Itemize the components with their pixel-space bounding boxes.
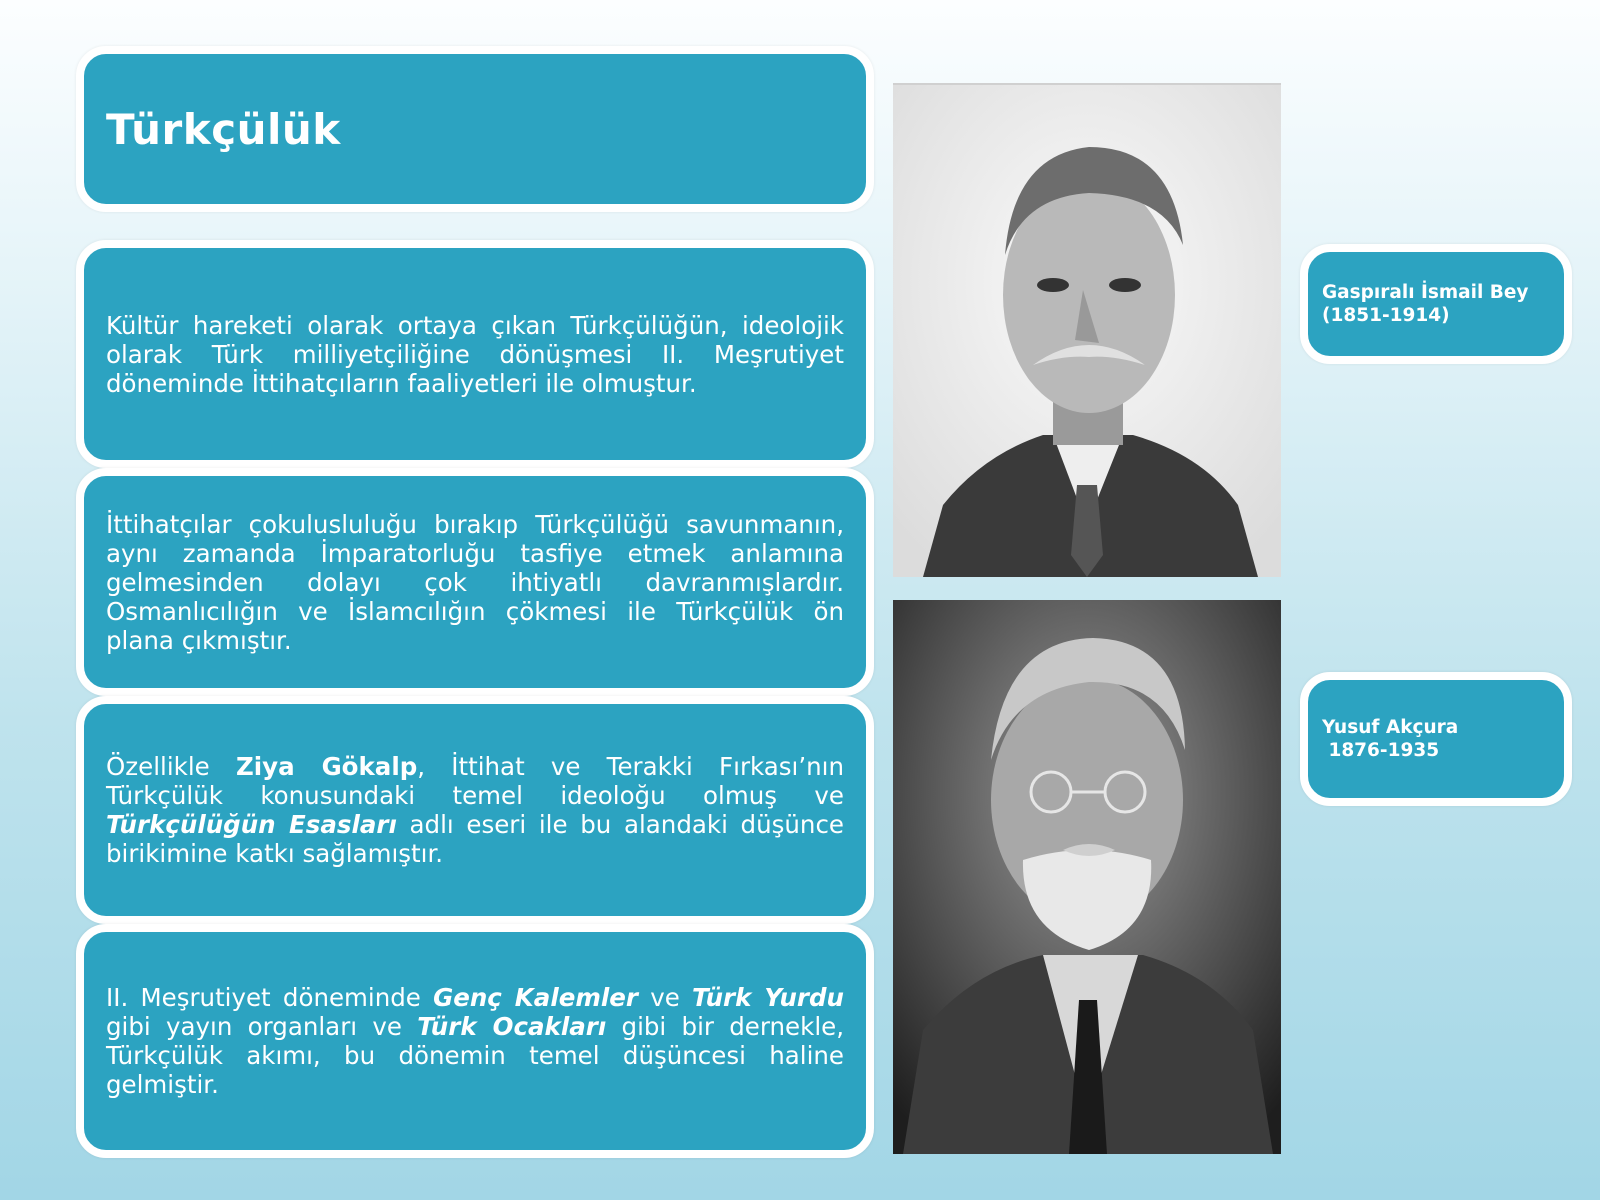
name-box-gaspirali-ismail-bey: Gaspıralı İsmail Bey (1851-1914) bbox=[1300, 244, 1572, 364]
caption-gaspirali-ismail-bey: Gaspıralı İsmail Bey (1851-1914) bbox=[1322, 282, 1529, 326]
portrait-yusuf-akcura bbox=[893, 600, 1281, 1154]
publication-genc-kalemler: Genç Kalemler bbox=[433, 983, 638, 1012]
paragraph-2: İttihatçılar çokulusluluğu bırakıp Türkç… bbox=[106, 509, 844, 655]
paragraph-4-text-4: gibi bir dernekle, Türkçülük akımı, bu d… bbox=[106, 1012, 844, 1099]
page-title: Türkçülük bbox=[106, 104, 341, 154]
paragraph-4-text-1: II. Meşrutiyet döneminde bbox=[106, 983, 434, 1012]
book-title-turkculugun-esaslari: Türkçülüğün Esasları bbox=[106, 810, 397, 839]
paragraph-3-text-3: adlı eseri ile bu alandaki düşünce birik… bbox=[106, 810, 844, 868]
paragraph-4-text-3: gibi yayın organları ve bbox=[106, 1012, 418, 1041]
paragraph-3: Özellikle Ziya Gökalp, İttihat ve Terakk… bbox=[106, 752, 844, 868]
paragraph-4: II. Meşrutiyet döneminde Genç Kalemler v… bbox=[106, 983, 844, 1099]
text-box-1: Kültür hareketi olarak ortaya çıkan Türk… bbox=[76, 240, 874, 468]
publication-turk-yurdu: Türk Yurdu bbox=[692, 983, 844, 1012]
portrait-gaspirali-ismail-bey bbox=[893, 83, 1281, 577]
caption-yusuf-akcura: Yusuf Akçura 1876-1935 bbox=[1322, 717, 1459, 761]
title-box: Türkçülük bbox=[76, 46, 874, 212]
paragraph-3-text-2: , İttihat ve Terakki Fırkası’nın Türkçül… bbox=[106, 752, 845, 810]
text-box-3: Özellikle Ziya Gökalp, İttihat ve Terakk… bbox=[76, 696, 874, 924]
text-box-4: II. Meşrutiyet döneminde Genç Kalemler v… bbox=[76, 924, 874, 1158]
name-box-yusuf-akcura: Yusuf Akçura 1876-1935 bbox=[1300, 672, 1572, 806]
paragraph-4-text-2: ve bbox=[637, 983, 693, 1012]
text-box-2: İttihatçılar çokulusluluğu bırakıp Türkç… bbox=[76, 468, 874, 696]
association-turk-ocaklari: Türk Ocakları bbox=[417, 1012, 607, 1041]
paragraph-3-text-1: Özellikle bbox=[106, 752, 236, 781]
ziya-gokalp-name: Ziya Gökalp bbox=[235, 752, 418, 781]
paragraph-1: Kültür hareketi olarak ortaya çıkan Türk… bbox=[106, 310, 844, 398]
